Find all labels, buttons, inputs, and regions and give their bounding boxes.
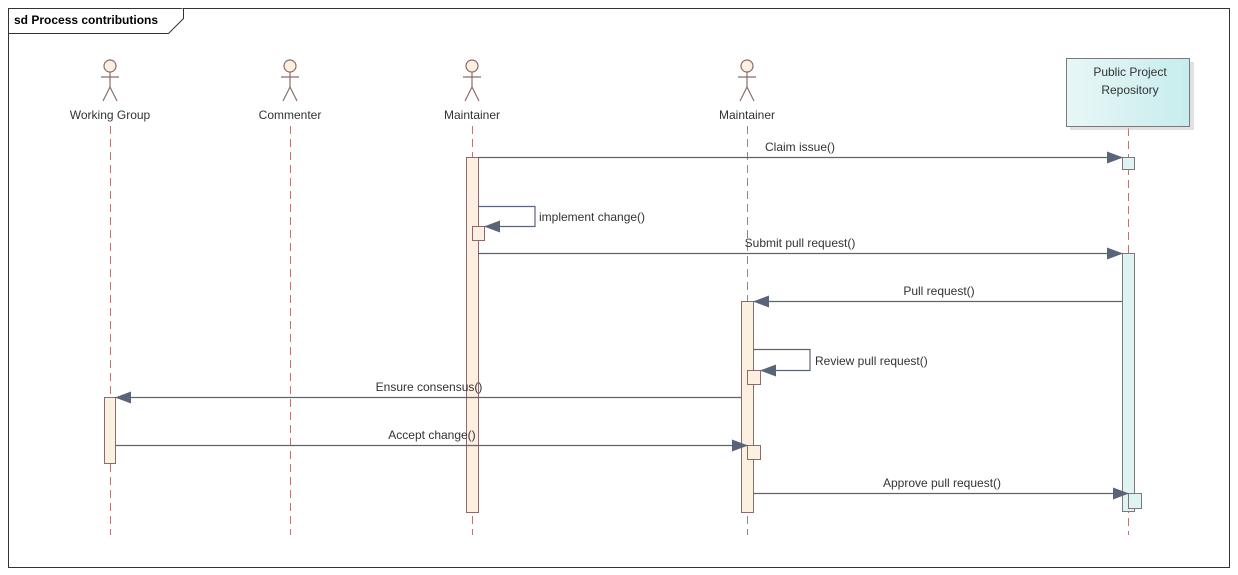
activation-working-group: [104, 397, 116, 464]
message-label-pull-request: Pull request(): [903, 284, 974, 298]
actor-working-group[interactable]: [101, 59, 119, 102]
diagram-frame: [8, 8, 1230, 568]
activation-repository-claim: [1122, 157, 1135, 170]
repository-object[interactable]: [1066, 58, 1190, 127]
actor-figure-icon: [463, 59, 481, 102]
activation-maintainer-1-self: [472, 226, 485, 241]
actor-label-commenter: Commenter: [259, 108, 322, 122]
message-arrow-implement-change: [478, 205, 536, 233]
message-label-review-pull-request: Review pull request(): [815, 354, 928, 368]
activation-repository: [1122, 253, 1135, 512]
actor-label-maintainer-1: Maintainer: [444, 108, 500, 122]
repository-label-line-2: Repository: [1101, 83, 1158, 97]
activation-maintainer-2-accept: [747, 445, 761, 460]
actor-maintainer-1[interactable]: [463, 59, 481, 102]
actor-label-working-group: Working Group: [70, 108, 151, 122]
message-label-submit-pull-request: Submit pull request(): [745, 236, 856, 250]
activation-maintainer-2: [741, 301, 754, 513]
frame-title-tab: [8, 8, 184, 34]
actor-figure-icon: [101, 59, 119, 102]
message-label-ensure-consensus: Ensure consensus(): [376, 380, 483, 394]
message-label-implement-change: implement change(): [539, 210, 645, 224]
message-arrow-review-pull-request: [754, 348, 811, 377]
frame-title: sd Process contributions: [14, 13, 158, 27]
actor-maintainer-2[interactable]: [738, 59, 756, 102]
repository-label-line-1: Public Project: [1093, 65, 1167, 79]
actor-figure-icon: [738, 59, 756, 102]
activation-maintainer-1: [466, 157, 479, 513]
actor-commenter[interactable]: [281, 59, 299, 102]
activation-repository-approve: [1128, 493, 1142, 509]
message-label-approve-pull-request: Approve pull request(): [883, 476, 1001, 490]
actor-label-maintainer-2: Maintainer: [719, 108, 775, 122]
message-label-accept-change: Accept change(): [388, 428, 475, 442]
actor-figure-icon: [281, 59, 299, 102]
activation-maintainer-2-self: [747, 370, 761, 385]
message-label-claim-issue: Claim issue(): [765, 140, 835, 154]
